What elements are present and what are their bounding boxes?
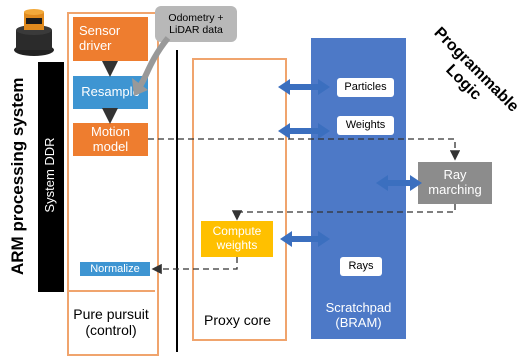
panel-divider (67, 290, 155, 292)
double-arrow-raymarching (376, 175, 422, 191)
odometry-lidar-callout: Odometry + LiDAR data (155, 6, 237, 42)
proxy-core-label: Proxy core (204, 312, 271, 328)
weights-box: Weights (337, 116, 394, 135)
pure-pursuit-label: Pure pursuit (control) (73, 305, 149, 338)
double-arrow-particles (278, 79, 330, 95)
lidar-sensor-icon (12, 6, 56, 58)
arm-software-panel (67, 12, 159, 356)
dashed-compute-to-normalize (151, 257, 238, 275)
scratchpad-label: Scratchpad (BRAM) (325, 300, 392, 330)
dashed-motion-to-raymarching (148, 138, 461, 161)
compute-weights-box: Compute weights (201, 221, 273, 257)
proxy-core-panel (192, 58, 287, 341)
system-ddr-bar (38, 62, 64, 292)
particles-box: Particles (337, 78, 394, 97)
normalize-box: Normalize (80, 262, 150, 276)
callout-curved-arrow (137, 36, 171, 88)
motion-model-box: Motion model (73, 123, 148, 156)
rays-box: Rays (340, 257, 382, 276)
dashed-raymarching-to-compute (231, 204, 456, 221)
double-arrow-compute (280, 231, 330, 247)
sensor-driver-box: Sensor driver (73, 17, 148, 61)
ray-marching-box: Ray marching (418, 162, 492, 204)
double-arrow-weights (278, 123, 330, 139)
hw-sw-boundary-line (176, 50, 178, 352)
